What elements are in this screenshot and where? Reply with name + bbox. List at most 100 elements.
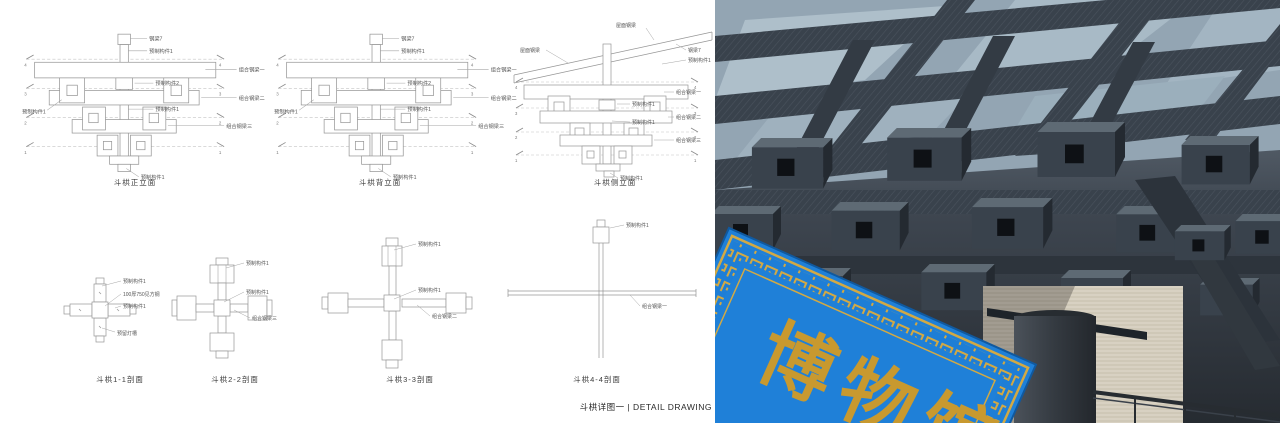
section-2-2-labels: 预制构件1 预制构件1 组合钢梁三 xyxy=(246,260,277,322)
label-precast1-left: 预制构件1 xyxy=(274,107,298,115)
svg-text:3: 3 xyxy=(515,111,518,116)
leader-lines xyxy=(545,27,687,179)
label-precast1-mid: 预制构件1 xyxy=(246,289,269,296)
section-4-4-linework xyxy=(507,219,697,358)
label-composite-beam2: 组合钢梁二 xyxy=(676,114,701,121)
section-3-3-labels: 预制构件1 预制构件1 组合钢梁二 xyxy=(418,241,457,320)
svg-text:1: 1 xyxy=(694,158,697,163)
svg-text:3: 3 xyxy=(471,92,474,97)
photo-panel: 博物馆 xyxy=(625,0,1280,423)
railing xyxy=(1092,390,1280,418)
label-precast1: 预制构件1 xyxy=(418,241,441,248)
section-2-2-caption: 斗栱2-2剖面 xyxy=(211,375,259,384)
section-1-1-caption: 斗栱1-1剖面 xyxy=(96,375,144,384)
svg-text:1: 1 xyxy=(515,158,518,163)
section-3-3-linework xyxy=(321,237,473,369)
label-precast1-bottom: 预制构件1 xyxy=(141,173,165,181)
front-elevation-labels: 钢梁7 预制构件1 组合钢梁一 预制构件2 组合钢梁二 预制构件1 预制构件1 … xyxy=(22,34,265,180)
svg-text:1: 1 xyxy=(24,150,27,155)
svg-text:4: 4 xyxy=(219,62,222,67)
svg-text:4: 4 xyxy=(515,85,518,90)
label-composite-beam1: 组合钢梁一 xyxy=(491,66,517,74)
leader-lines xyxy=(393,243,431,317)
svg-text:4: 4 xyxy=(694,85,697,90)
back-elevation-caption: 斗栱背立面 xyxy=(358,178,402,187)
label-precast1: 预制构件1 xyxy=(149,47,173,55)
leader-lines xyxy=(298,38,489,178)
label-composite-beam2: 组合钢梁二 xyxy=(239,94,265,102)
label-precast1-mid: 预制构件1 xyxy=(123,303,146,310)
svg-text:4: 4 xyxy=(471,62,474,67)
side-elevation-linework xyxy=(523,43,689,178)
level-ticks xyxy=(515,77,699,156)
site-photo: 博物馆 xyxy=(625,0,1280,423)
svg-text:2: 2 xyxy=(219,121,222,126)
level-numbers: 4 4 3 3 2 2 1 1 xyxy=(276,62,474,154)
svg-text:3: 3 xyxy=(276,92,279,97)
label-beam7: 钢梁7 xyxy=(401,34,414,42)
section-2-2-drawing: 预制构件1 预制构件1 组合钢梁三 xyxy=(171,257,277,359)
svg-text:2: 2 xyxy=(276,121,279,126)
svg-text:2: 2 xyxy=(694,135,697,140)
front-elevation-linework xyxy=(34,33,217,172)
front-elevation-caption: 斗栱正立面 xyxy=(113,178,157,187)
label-precast1-mid: 预制构件1 xyxy=(407,105,431,113)
svg-text:2: 2 xyxy=(471,121,474,126)
label-composite-beam1: 组合钢梁一 xyxy=(239,66,265,74)
label-precast2: 预制构件2 xyxy=(407,79,431,87)
svg-text:1: 1 xyxy=(276,150,279,155)
leader-lines xyxy=(609,224,641,307)
svg-text:2: 2 xyxy=(515,135,518,140)
label-roof-beam-left: 屋面钢梁 xyxy=(520,47,540,54)
svg-text:1: 1 xyxy=(219,150,222,155)
svg-text:1: 1 xyxy=(471,150,474,155)
label-composite-beam1: 组合钢梁一 xyxy=(676,89,701,96)
svg-text:4: 4 xyxy=(24,62,27,67)
label-roof-beam: 屋面钢梁 xyxy=(616,22,636,29)
roof-steel-beams xyxy=(715,0,1280,190)
label-precast1-bottom: 预制构件1 xyxy=(393,173,417,181)
level-ticks xyxy=(278,54,477,147)
label-lamp-slot: 预留灯槽 xyxy=(117,330,137,337)
section-3-3-caption: 斗栱3-3剖面 xyxy=(386,375,434,384)
roof-beam-linework xyxy=(513,31,713,84)
leader-lines xyxy=(101,280,122,333)
label-precast1: 预制构件1 xyxy=(246,260,269,267)
label-composite-beam3: 组合钢梁三 xyxy=(478,122,504,130)
level-numbers: 4 4 3 3 2 2 1 1 xyxy=(515,85,697,163)
label-precast2: 预制构件2 xyxy=(155,79,179,87)
svg-text:4: 4 xyxy=(276,62,279,67)
label-composite-beam3: 组合钢梁三 xyxy=(676,137,701,144)
label-precast1-mid: 预制构件1 xyxy=(155,105,179,113)
svg-text:3: 3 xyxy=(694,111,697,116)
label-composite-beam1: 组合钢梁一 xyxy=(642,303,667,310)
label-composite-beam2: 组合钢梁二 xyxy=(432,313,457,320)
section-1-1-drawing: 预制构件1 100厚750见方钢 预制构件1 预留灯槽 xyxy=(63,277,160,343)
leader-lines xyxy=(223,262,251,319)
side-elevation-drawing: 屋面钢梁 屋面钢梁 钢梁7 预制构件1 组合钢梁一 预制构件1 预制构件1 组合… xyxy=(513,22,713,182)
label-precast1-mid: 预制构件1 xyxy=(632,101,655,108)
label-precast1-mid: 预制构件1 xyxy=(418,287,441,294)
label-precast1: 预制构件1 xyxy=(123,278,146,285)
section-3-3-drawing: 预制构件1 预制构件1 组合钢梁二 xyxy=(321,237,473,369)
svg-text:3: 3 xyxy=(24,92,27,97)
museum-sign: 博物馆 xyxy=(625,226,1038,423)
section-4-4-labels: 预制构件1 组合钢梁一 xyxy=(626,222,667,310)
label-precast1-bottom: 预制构件1 xyxy=(620,175,643,182)
label-precast1-left: 预制构件1 xyxy=(22,107,46,115)
level-ticks xyxy=(26,54,225,147)
label-precast1-mid2: 预制构件1 xyxy=(632,119,655,126)
side-elevation-caption: 斗栱侧立面 xyxy=(593,178,637,187)
label-composite-beam2: 组合钢梁二 xyxy=(491,94,517,102)
sheet-title: 斗栱详图一 | DETAIL DRAWING xyxy=(579,402,712,412)
leader-lines xyxy=(46,38,237,178)
section-1-1-linework xyxy=(63,277,137,343)
label-precast1: 预制构件1 xyxy=(626,222,649,229)
label-square-steel: 100厚750见方钢 xyxy=(123,291,160,298)
svg-text:2: 2 xyxy=(24,121,27,126)
label-precast1: 预制构件1 xyxy=(401,47,425,55)
section-2-2-linework xyxy=(171,257,273,359)
back-elevation-drawing: 钢梁7 预制构件1 组合钢梁一 预制构件2 组合钢梁二 预制构件1 预制构件1 … xyxy=(274,33,517,181)
